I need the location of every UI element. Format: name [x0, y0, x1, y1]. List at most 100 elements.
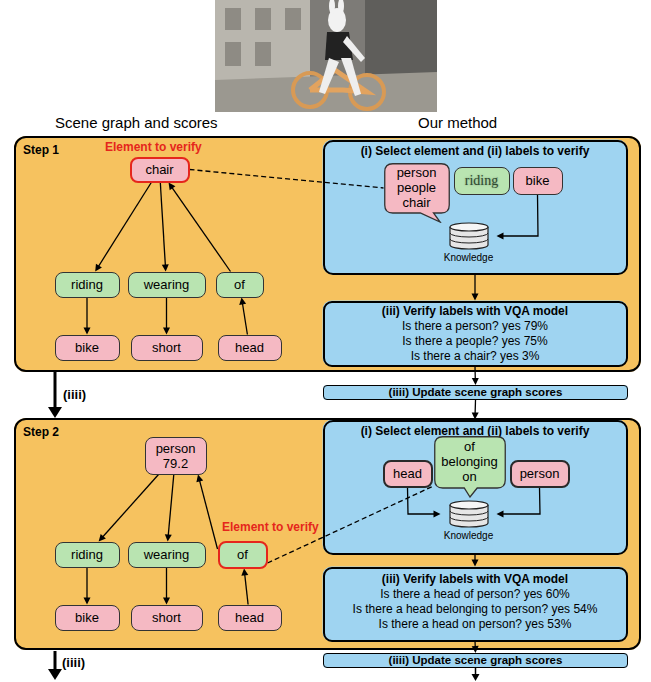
- connector: [241, 569, 248, 605]
- node-text: of belonging on: [438, 439, 502, 484]
- update-bar: (iiii) Update scene graph scores: [323, 385, 628, 400]
- knowledge-database: Knowledge: [441, 500, 497, 546]
- box-fill: [323, 385, 628, 400]
- predicate-node: wearing: [128, 272, 206, 298]
- database-icon: [449, 500, 489, 528]
- node-text: Knowledge: [444, 530, 493, 542]
- photo: [215, 0, 437, 112]
- figure-leg: [319, 58, 339, 94]
- speech-bubble: person people chair: [384, 163, 450, 223]
- text-label: (iiii): [62, 655, 85, 670]
- connector: [472, 275, 479, 301]
- connector-line: [166, 568, 167, 599]
- node-text: Knowledge: [444, 252, 493, 264]
- connector: [84, 298, 91, 335]
- object-node: head: [383, 460, 433, 488]
- arrowhead: [434, 511, 441, 518]
- node-text: Is there a people? yes 75%: [329, 334, 622, 349]
- text-label: Element to verify: [222, 520, 319, 534]
- object-node: head: [218, 335, 282, 361]
- connector-line: [242, 303, 247, 335]
- box-fill: [323, 420, 628, 555]
- connector: [99, 475, 159, 542]
- node-text: riding: [71, 547, 103, 562]
- knowledge-database: Knowledge: [441, 222, 497, 266]
- arrowhead: [241, 569, 248, 576]
- arrowhead: [84, 328, 91, 335]
- arrowhead: [48, 669, 62, 680]
- node-text: riding: [465, 173, 498, 188]
- connector: [472, 367, 479, 386]
- update-bar: (iiii) Update scene graph scores: [323, 653, 628, 668]
- node-text: person people chair: [388, 165, 446, 210]
- text-label: Element to verify: [105, 140, 202, 154]
- node-text: of: [234, 277, 245, 292]
- arrowhead: [169, 183, 176, 191]
- node-text: bike: [75, 610, 99, 625]
- arrowhead: [472, 674, 480, 681]
- bubble-shape: [434, 436, 505, 496]
- arrowhead: [84, 598, 91, 605]
- node-text: wearing: [144, 277, 190, 292]
- node-text: person: [520, 466, 560, 481]
- arrowhead: [163, 598, 170, 605]
- object-node: person79.2: [145, 437, 207, 475]
- edge-label: (iiii): [63, 387, 86, 402]
- node-text: Is there a head on person? yes 53%: [329, 617, 622, 632]
- node-text: Is there a head belonging to person? yes…: [329, 602, 622, 617]
- connector: [84, 568, 91, 605]
- arrowhead: [196, 475, 203, 483]
- node-text: (i) Select element and (ii) labels to ve…: [329, 144, 622, 159]
- object-node: person: [510, 460, 570, 488]
- object-node: head: [218, 605, 282, 631]
- cylinder-top: [450, 223, 488, 231]
- window: [285, 8, 301, 30]
- predicate-node: of: [216, 272, 264, 298]
- node-text: bike: [75, 340, 99, 355]
- arrowhead: [239, 298, 246, 305]
- method-box: (i) Select element and (ii) labels to ve…: [323, 420, 628, 555]
- arrowhead: [99, 534, 106, 542]
- speech-bubble: of belonging on: [434, 436, 506, 498]
- connector: [472, 555, 479, 567]
- object-node: bike: [513, 167, 563, 195]
- window: [225, 8, 241, 30]
- node-text: bike: [526, 173, 550, 188]
- box-fill: [14, 136, 641, 372]
- predicate-node: riding: [55, 272, 120, 298]
- cylinder-rings: [450, 233, 488, 243]
- node-text: of: [237, 547, 248, 562]
- node-text: (iiii) Update scene graph scores: [324, 654, 627, 666]
- vqa-box: (iii) Verify labels with VQA modelIs the…: [323, 301, 628, 367]
- cylinder-top: [450, 501, 488, 509]
- connector: [95, 183, 151, 272]
- building: [215, 0, 310, 80]
- connector: [163, 568, 170, 605]
- node-text: chair: [145, 162, 173, 177]
- arrowhead: [162, 264, 169, 271]
- window: [255, 42, 271, 66]
- text-label: Scene graph and scores: [55, 114, 218, 131]
- connector-line: [166, 298, 167, 329]
- node-text: wearing: [144, 547, 190, 562]
- connector-line: [474, 367, 476, 380]
- object-node: short: [131, 605, 203, 631]
- connector-line: [168, 475, 174, 536]
- node-text: person: [156, 441, 196, 456]
- connector-line: [474, 275, 475, 295]
- connector: [190, 170, 384, 189]
- flow-arrow-line: [54, 651, 57, 670]
- connector-line: [474, 400, 476, 414]
- bubble-text-area: of belonging on: [434, 436, 506, 488]
- arrowhead: [472, 294, 479, 301]
- text-label: Our method: [418, 114, 497, 131]
- photo-background: [215, 0, 437, 112]
- cylinder-rings: [450, 511, 488, 521]
- connector-line: [199, 480, 217, 549]
- connector-line: [98, 183, 151, 267]
- object-node: chair: [130, 157, 190, 183]
- connector: [48, 372, 62, 418]
- connector-line: [160, 183, 165, 266]
- node-text: (iiii) Update scene graph scores: [324, 386, 627, 398]
- connector-line: [54, 372, 57, 409]
